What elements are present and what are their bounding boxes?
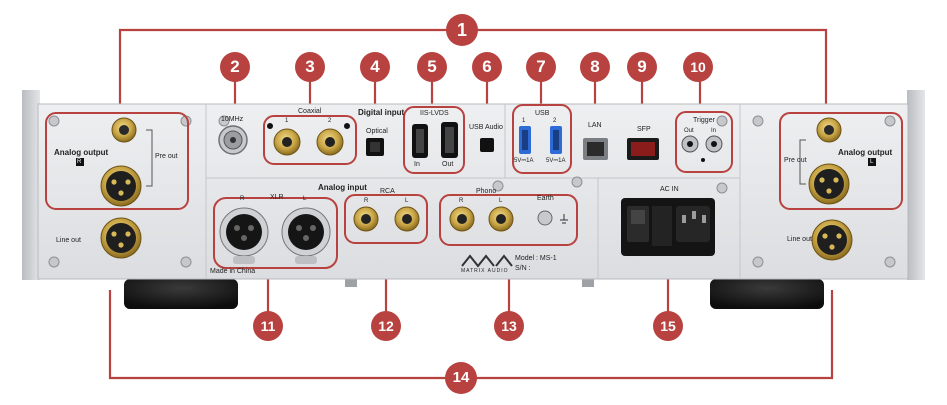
- callout-6: 6: [472, 52, 502, 82]
- rubber-feet: [124, 276, 824, 309]
- digital-input-label: Digital input: [358, 108, 405, 117]
- xlr-l-label: L: [303, 196, 307, 202]
- rca-label: RCA: [380, 188, 395, 195]
- callout-14: 14: [445, 362, 477, 394]
- sfp-label: SFP: [637, 126, 651, 133]
- coax-1-label: 1: [285, 118, 289, 124]
- callout-5: 5: [417, 52, 447, 82]
- sfp-port: [627, 138, 659, 160]
- right-analog-output-label: Analog output: [838, 148, 893, 157]
- callout-9: 9: [627, 52, 657, 82]
- right-line-out-label: Line out: [787, 236, 812, 243]
- callout-15: 15: [653, 311, 683, 341]
- callout-7: 7: [526, 52, 556, 82]
- trigger-in-label: In: [711, 128, 717, 134]
- callout-2: 2: [220, 52, 250, 82]
- right-channel-badge: L: [870, 159, 874, 165]
- callout-8: 8: [580, 52, 610, 82]
- left-channel-badge: R: [77, 159, 82, 165]
- coaxial-label: Coaxial: [298, 108, 322, 115]
- coax-2-label: 2: [328, 118, 332, 124]
- phono-r-label: R: [459, 198, 464, 204]
- rca-r-label: R: [364, 198, 369, 204]
- brand-label: MATRIX AUDIO: [461, 268, 509, 274]
- iis-in-label: In: [414, 161, 420, 168]
- callout-12: 12: [371, 311, 401, 341]
- xlr-input-ports: [213, 197, 338, 269]
- right-pre-out-label: Pre out: [784, 157, 807, 164]
- lan-label: LAN: [588, 122, 602, 129]
- brand-logo: [461, 254, 513, 268]
- usb-power-1-label: 5V⎓1A: [514, 158, 534, 164]
- screws: [48, 115, 896, 268]
- trigger-ports: [675, 111, 733, 173]
- usb-1-label: 1: [522, 118, 526, 124]
- left-line-out-label: Line out: [56, 237, 81, 244]
- made-in-label: Made in China: [210, 268, 256, 275]
- lan-port: [583, 138, 608, 160]
- ac-in-label: AC IN: [660, 186, 679, 193]
- optical-port: [366, 138, 384, 156]
- phono-label: Phono: [476, 188, 497, 195]
- analog-input-label: Analog input: [318, 183, 367, 192]
- usb-power-2-label: 5V⎓1A: [546, 158, 566, 164]
- ac-inlet: [621, 198, 715, 256]
- iis-lvds-ports: [403, 106, 465, 174]
- xlr-r-label: R: [240, 196, 245, 202]
- iis-out-label: Out: [442, 161, 454, 168]
- clock-bnc-port: [218, 125, 248, 155]
- trigger-out-label: Out: [684, 128, 694, 134]
- callout-1: 1: [446, 14, 478, 46]
- optical-label: Optical: [366, 128, 388, 135]
- sn-label: S/N :: [515, 265, 531, 272]
- usb-audio-label: USB Audio: [469, 124, 503, 131]
- phono-l-label: L: [499, 198, 503, 204]
- usb-audio-port: [480, 138, 494, 152]
- rca-input-ports: [344, 194, 428, 244]
- rca-l-label: L: [405, 198, 409, 204]
- callout-11: 11: [253, 311, 283, 341]
- coaxial-ports: [263, 115, 357, 165]
- clock-label: 10MHz: [221, 116, 244, 123]
- callout-13: 13: [494, 311, 524, 341]
- phono-input-ports: [439, 194, 578, 246]
- model-label: Model : MS-1: [515, 255, 557, 262]
- left-pre-out-label: Pre out: [155, 153, 178, 160]
- right-analog-output-ports: [779, 112, 903, 261]
- callout-3: 3: [295, 52, 325, 82]
- earth-label: Earth: [537, 195, 554, 202]
- callout-4: 4: [360, 52, 390, 82]
- usb-2-label: 2: [553, 118, 557, 124]
- xlr-label: XLR: [270, 194, 284, 201]
- iis-label: IIS-LVDS: [420, 110, 449, 117]
- usb-label: USB: [535, 110, 550, 117]
- left-analog-output-ports: [45, 112, 189, 259]
- trigger-label: Trigger: [693, 117, 715, 124]
- left-analog-output-label: Analog output: [54, 148, 109, 157]
- callout-10: 10: [683, 52, 713, 82]
- chassis: [22, 90, 925, 280]
- usb-ports: [512, 104, 572, 174]
